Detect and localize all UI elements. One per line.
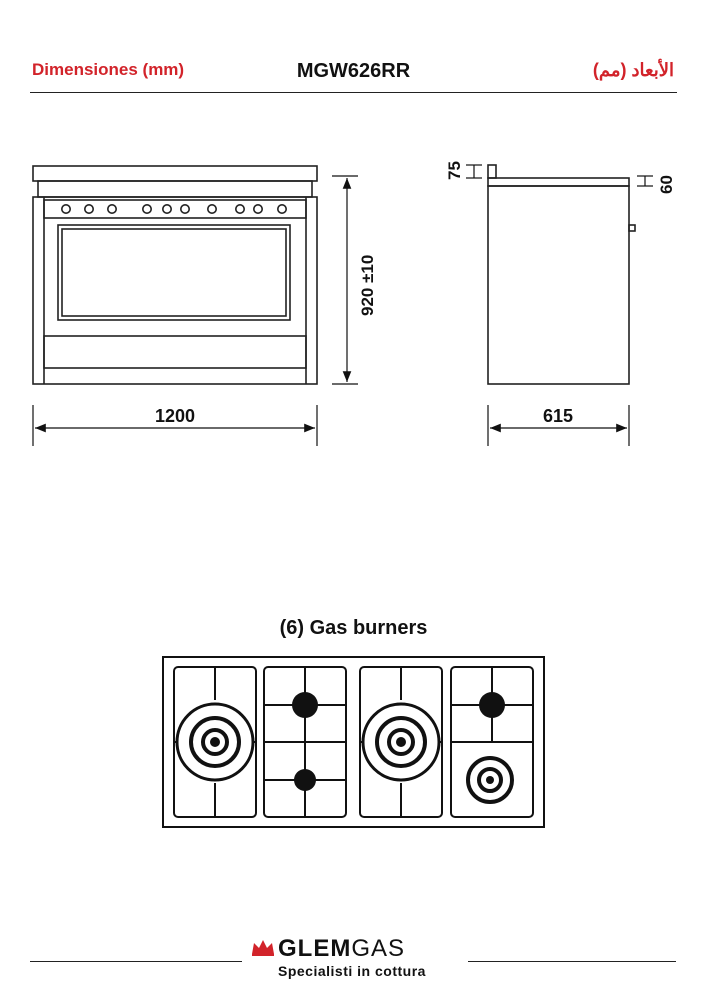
dimensions-label-arabic: الأبعاد (مم) [592, 60, 674, 80]
depth-value: 615 [543, 406, 573, 426]
top-right-marker [637, 175, 653, 187]
width-dimension [32, 405, 318, 446]
footer-divider-right [468, 961, 676, 962]
burners-title: (6) Gas burners [279, 617, 428, 639]
burner-medium-1 [292, 692, 318, 718]
brand-name-light: GAS [351, 935, 406, 962]
side-backguard [487, 164, 497, 179]
cooktop-frame [162, 656, 545, 828]
knob [162, 204, 173, 215]
width-value: 1200 [155, 406, 195, 426]
knob [207, 204, 218, 215]
top-right-value: 60 [657, 175, 676, 194]
knobs [60, 204, 287, 215]
side-view [487, 164, 636, 385]
oven-window [61, 228, 287, 317]
knob [180, 204, 191, 215]
front-top-plate [32, 165, 318, 182]
side-top [487, 177, 630, 187]
brand-tagline: Specialisti in cottura [278, 963, 426, 979]
burners [175, 692, 514, 804]
height-dimension [332, 175, 358, 385]
knob [276, 204, 287, 215]
brand-name-strong: GLEM [278, 935, 352, 962]
burner-small-1 [294, 769, 316, 791]
knob [107, 204, 118, 215]
knob [253, 204, 264, 215]
knob [84, 204, 95, 215]
side-body [487, 185, 630, 385]
front-top-lip [37, 180, 313, 198]
front-body [32, 196, 318, 385]
burner-medium-2 [479, 692, 505, 718]
model-title: MGW626RR [296, 60, 411, 82]
grate-2 [263, 666, 347, 818]
top-left-value: 75 [445, 161, 464, 180]
knob [60, 204, 71, 215]
top-left-marker [466, 164, 482, 179]
drawer [43, 335, 307, 369]
depth-dimension [487, 405, 630, 446]
oven-door [57, 224, 291, 321]
knob [142, 204, 153, 215]
side-handle [628, 224, 636, 232]
knob [235, 204, 246, 215]
header-divider [30, 92, 677, 93]
control-panel [43, 199, 307, 219]
front-view [32, 165, 318, 385]
height-value: 920 ±10 [358, 255, 377, 316]
footer-divider-left [30, 961, 242, 962]
dimensions-label: Dimensiones (mm) [32, 60, 185, 79]
brand-logo: GLEMGAS Specialisti in cottura [250, 935, 460, 979]
crown-icon [252, 940, 274, 956]
grate-3 [359, 666, 443, 818]
